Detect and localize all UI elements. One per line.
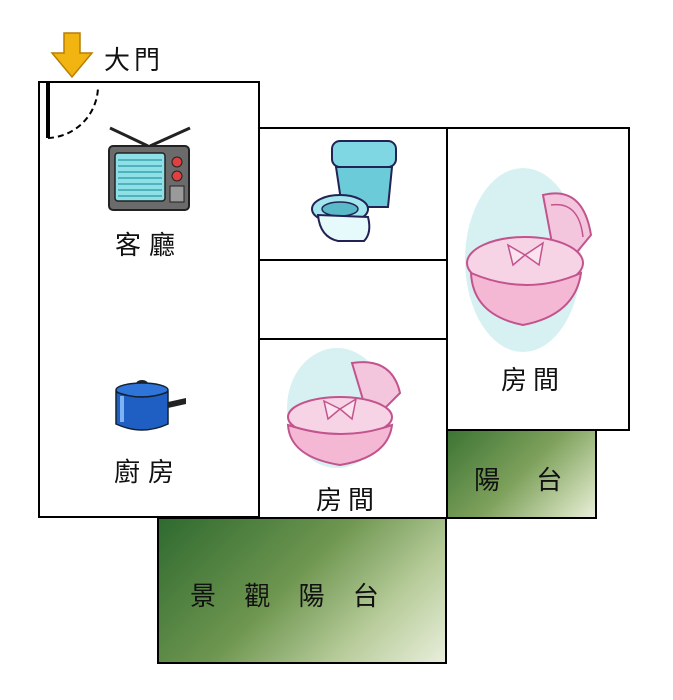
bassinet-icon-right (465, 168, 593, 352)
scenic-balcony-label: 景 觀 陽 台 (190, 582, 389, 612)
kitchen-label: 廚房 (114, 458, 183, 488)
door-swing-icon (46, 82, 99, 139)
living-room-label: 客廳 (115, 231, 184, 261)
bassinet-icon-lower (286, 348, 402, 468)
entrance-label: 大門 (104, 46, 165, 76)
balcony (446, 429, 597, 519)
tv-icon (108, 126, 191, 211)
cooking-pot-icon (115, 380, 186, 431)
bedroom-right-label: 房間 (501, 366, 566, 396)
bedroom-lower-label: 房間 (316, 486, 381, 516)
toilet-icon (311, 140, 397, 242)
balcony-label: 陽 台 (474, 466, 577, 496)
entrance-arrow-icon (50, 32, 94, 79)
